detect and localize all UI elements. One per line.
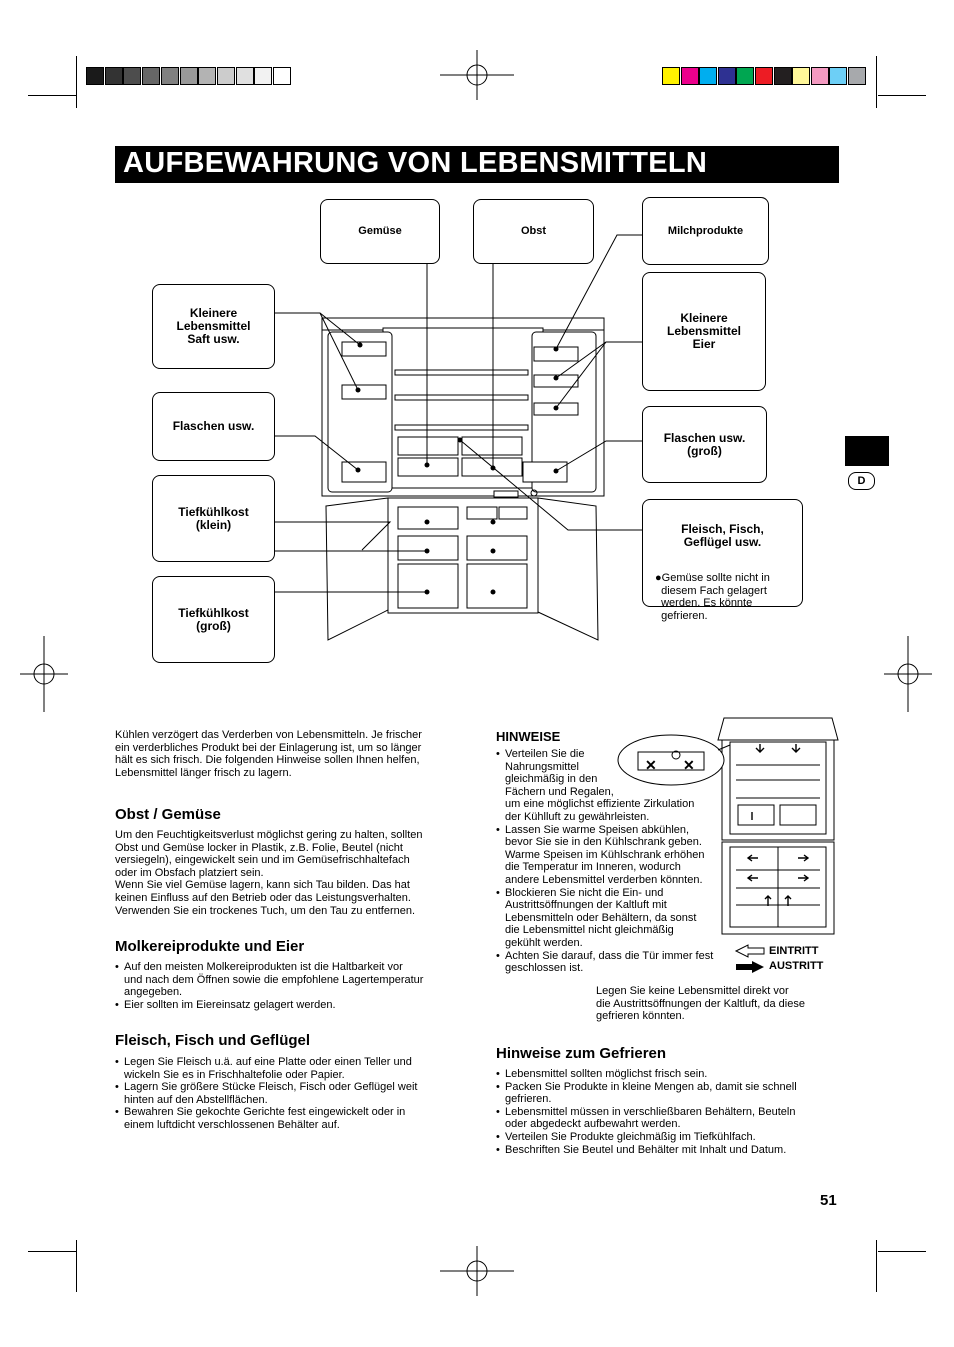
color-swatch (680, 67, 699, 85)
label-fleisch: Fleisch, Fisch, Geflügel usw. ●Gemüse so… (642, 499, 803, 622)
obst-text: Um den Feuchtigkeitsverlust möglichst ge… (115, 829, 423, 917)
gray-swatch (198, 67, 217, 85)
list-item: Lebensmittel sollten möglichst frisch se… (496, 1068, 841, 1081)
language-badge: D (848, 472, 875, 490)
list-item: Packen Sie Produkte in kleine Mengen ab,… (496, 1081, 841, 1106)
list-item: Legen Sie Fleisch u.ä. auf eine Platte o… (115, 1056, 465, 1081)
list-item: Eier sollten im Eiereinsatz gelagert wer… (115, 999, 465, 1012)
gray-swatch (86, 67, 104, 85)
list-item: Lebensmittel müssen in verschließbaren B… (496, 1106, 841, 1131)
label-flaschen: Flaschen usw. (152, 392, 275, 461)
label-obst: Obst (473, 199, 594, 264)
gefrieren-list: Lebensmittel sollten möglichst frisch se… (496, 1068, 841, 1156)
gray-swatch (104, 67, 123, 85)
label-fleisch-note: ●Gemüse sollte nicht in diesem Fach gela… (655, 572, 770, 622)
list-item: Bewahren Sie gekochte Gerichte fest eing… (115, 1106, 465, 1131)
heading-hinweise: HINWEISE (496, 729, 561, 744)
label-tk-klein: Tiefkühlkost (klein) (152, 475, 275, 562)
list-item: Verteilen Sie Produkte gleichmäßig im Ti… (496, 1131, 841, 1144)
color-swatch (773, 67, 792, 85)
hinweise-list: Verteilen Sie die Nahrungsmittel gleichm… (496, 748, 726, 975)
label-milchprodukte: Milchprodukte (642, 197, 769, 265)
color-swatch (810, 67, 829, 85)
list-item: Beschriften Sie Beutel und Behälter mit … (496, 1144, 841, 1157)
label-tk-gross: Tiefkühlkost (groß) (152, 576, 275, 663)
svg-text:✕: ✕ (683, 757, 695, 773)
color-swatch (792, 67, 811, 85)
color-swatch (662, 67, 680, 85)
color-swatch (848, 67, 866, 85)
gray-swatch (179, 67, 198, 85)
list-item: Verteilen Sie die Nahrungsmittel gleichm… (496, 748, 726, 824)
page-number: 51 (820, 1192, 837, 1209)
color-swatch (755, 67, 773, 85)
heading-molkerei: Molkereiprodukte und Eier (115, 938, 305, 955)
heading-obst: Obst / Gemüse (115, 806, 221, 823)
side-tab (845, 436, 889, 466)
label-kleinere-eier: Kleinere Lebensmittel Eier (642, 272, 766, 391)
airflow-note: Legen Sie keine Lebensmittel direkt vor … (596, 985, 805, 1023)
label-fleisch-title: Fleisch, Fisch, Geflügel usw. (681, 522, 764, 549)
gray-swatch (235, 67, 254, 85)
gray-swatch (254, 67, 273, 85)
title-bar: AUFBEWAHRUNG VON LEBENSMITTELN (115, 146, 839, 183)
list-item: Lagern Sie größere Stücke Fleisch, Fisch… (115, 1081, 465, 1106)
heading-fleisch: Fleisch, Fisch und Geflügel (115, 1032, 311, 1049)
list-item: Blockieren Sie nicht die Ein- und Austri… (496, 887, 726, 950)
label-gemuese: Gemüse (320, 199, 440, 264)
gray-swatch (273, 67, 291, 85)
legend-eintritt: EINTRITT (769, 945, 819, 957)
fleisch-list: Legen Sie Fleisch u.ä. auf eine Platte o… (115, 1056, 465, 1132)
gray-swatch (160, 67, 179, 85)
legend-austritt: AUSTRITT (769, 960, 824, 972)
gray-swatch (123, 67, 142, 85)
color-swatch (736, 67, 755, 85)
gray-swatch (142, 67, 161, 85)
color-swatch (699, 67, 718, 85)
label-kleinere-saft: Kleinere Lebensmittel Saft usw. (152, 284, 275, 369)
molkerei-list: Auf den meisten Molkereiprodukten ist di… (115, 961, 465, 1011)
list-item: Achten Sie darauf, dass die Tür immer fe… (496, 950, 726, 975)
list-item: Lassen Sie warme Speisen abkühlen, bevor… (496, 824, 726, 887)
color-swatch (717, 67, 736, 85)
list-item: Auf den meisten Molkereiprodukten ist di… (115, 961, 465, 999)
label-flaschen-gross: Flaschen usw. (groß) (642, 406, 767, 483)
gray-swatch (216, 67, 235, 85)
color-swatch (829, 67, 848, 85)
page-title: AUFBEWAHRUNG VON LEBENSMITTELN (123, 147, 708, 179)
heading-gefrieren: Hinweise zum Gefrieren (496, 1045, 667, 1062)
svg-text:✕: ✕ (645, 757, 657, 773)
intro-text: Kühlen verzögert das Verderben von Leben… (115, 729, 422, 779)
